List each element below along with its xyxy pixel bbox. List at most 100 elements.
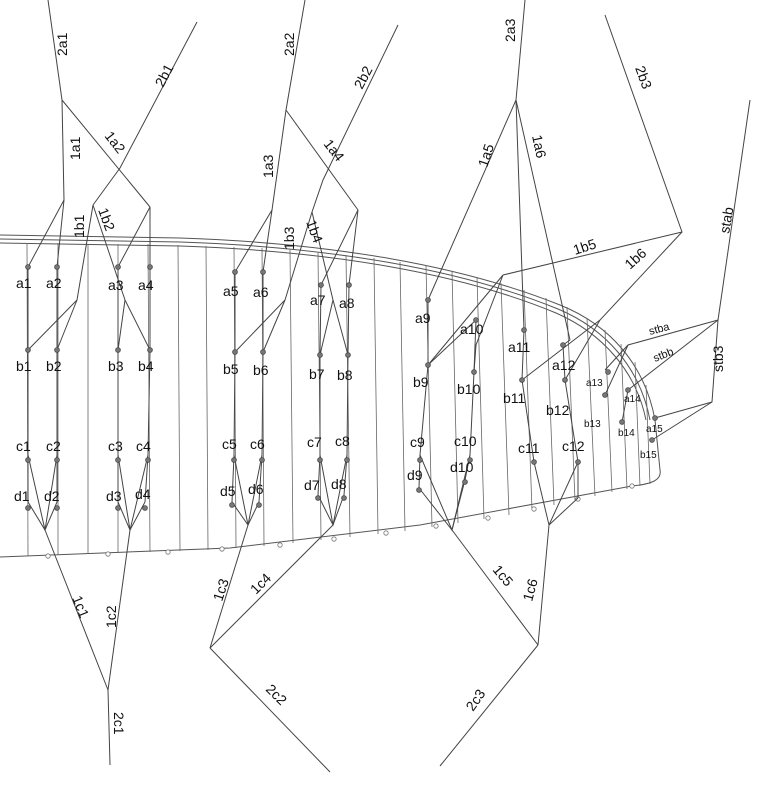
dot-c10 [467,457,473,463]
line-stb-a15 [654,401,713,419]
line-1a5 [427,99,517,301]
label-1c1: 1c1 [69,593,92,620]
label-a11: a11 [508,339,531,355]
line-stab [717,99,751,321]
label-2a3: 2a3 [502,18,518,42]
line-2b1 [92,21,198,206]
leading-edge-inner-1 [0,238,651,421]
label-b11: b11 [503,390,526,406]
dot-b6 [260,349,266,355]
riser-8 [343,284,350,496]
riser-5 [231,272,236,503]
label-a8: a8 [339,295,355,311]
dot-c6 [259,457,265,463]
riser-6 [258,272,264,503]
line-1b4b [332,299,349,356]
line-1a6 [515,99,571,341]
rib [451,270,459,524]
label-c2: c2 [46,438,61,454]
label-b3: b3 [108,358,124,374]
line-1a2 [61,99,151,208]
line-1c4 [209,524,334,649]
suspension-lines [27,0,751,773]
label-b14: b14 [618,428,635,439]
label-stba: stba [648,321,672,338]
label-b13: b13 [584,419,601,430]
label-a14: a14 [624,394,641,405]
dot-b3 [115,347,121,353]
label-d1: d1 [14,488,30,504]
label-c5: c5 [222,436,237,452]
line-2a3 [515,0,526,101]
line-1c5 [451,529,539,646]
line-1c1 [44,529,109,691]
line-2c1 [107,689,111,766]
label-c11: c11 [518,440,540,456]
rib [289,249,294,544]
label-b10: b10 [457,381,481,397]
label-stab: stab [716,205,736,234]
label-1a5: 1a5 [475,142,498,169]
dot-a10 [473,317,479,323]
te-hole [485,515,491,521]
label-b9: b9 [413,374,429,390]
rib [399,261,406,532]
label-a1: a1 [16,275,32,291]
label-2c2: 2c2 [263,681,290,708]
dot-d9 [416,487,422,493]
label-b7: b7 [309,366,325,382]
dot-b7 [317,352,323,358]
line-stb3 [651,319,719,441]
line-1a3 [271,109,287,211]
label-d5: d5 [220,483,236,499]
label-c1: c1 [16,438,31,454]
line-1b1b [56,299,78,351]
dot-c7 [317,457,323,463]
dot-c1 [25,457,31,463]
label-1c6: 1c6 [519,577,540,603]
label-c9: c9 [410,434,425,450]
label-1c2: 1c2 [103,605,119,628]
rib [620,343,628,490]
label-a9: a9 [415,310,431,326]
label-a5: a5 [223,283,239,299]
te-hole [165,549,171,555]
label-2b3: 2b3 [632,64,655,92]
label-1a3: 1a3 [260,154,276,178]
dot-a12 [560,342,566,348]
leading-edge [0,234,661,558]
label-a4: a4 [138,277,154,293]
dot-a3 [115,264,121,270]
dot-d4 [142,505,148,511]
label-a6: a6 [253,284,269,300]
point-labels: a1 a2 a3 a4 a5 a6 a7 a8 a9 a10 a11 a12 a… [14,275,663,504]
trailing-edge-holes [45,483,635,559]
label-1a6: 1a6 [529,133,550,159]
label-c3: c3 [108,438,123,454]
label-b2: b2 [46,358,62,374]
label-1b2: 1b2 [95,206,118,234]
label-1a2: 1a2 [102,128,129,156]
label-b6: b6 [253,362,269,378]
dot-a15 [652,415,658,421]
label-2a2: 2a2 [281,32,297,56]
riser-10 [464,319,477,481]
dot-d5 [229,502,235,508]
label-a12: a12 [552,357,576,373]
rib [177,244,181,552]
label-c6: c6 [250,436,265,452]
label-a10: a10 [460,321,484,337]
label-1b3: 1b3 [281,226,297,250]
line-stbb [604,344,629,396]
dot-a5 [232,269,238,275]
line-2c2 [209,647,331,773]
label-2a1: 2a1 [54,32,70,56]
label-d4: d4 [135,486,151,502]
line-1c3 [209,524,249,649]
line-1c2 [107,529,131,691]
wing-outline [0,234,661,558]
te-hole [383,530,389,536]
label-a13: a13 [586,378,603,389]
dot-a2 [54,264,60,270]
dot-b14 [619,419,625,425]
